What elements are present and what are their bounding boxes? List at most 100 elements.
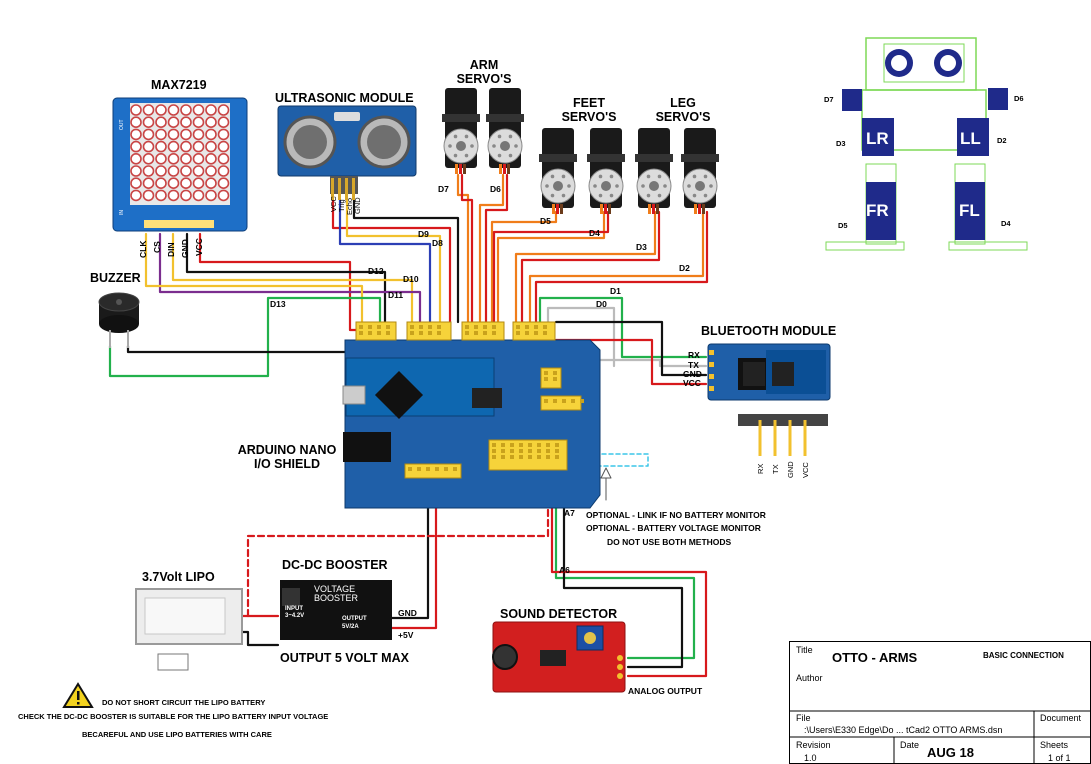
wire-max-din bbox=[171, 232, 414, 324]
tb-title: OTTO - ARMS bbox=[832, 650, 918, 665]
wire-label-d1: D1 bbox=[610, 286, 621, 296]
tb-revision-label: Revision bbox=[796, 740, 831, 750]
booster-text-output-v: 5V/2A bbox=[342, 624, 359, 630]
led-dot bbox=[192, 128, 205, 141]
led-dot bbox=[192, 116, 205, 128]
led-dot bbox=[167, 165, 180, 177]
wire-d1-tx bbox=[538, 296, 708, 359]
servo-motor bbox=[539, 128, 577, 214]
led-dot bbox=[130, 177, 142, 189]
wire-d0-rx bbox=[546, 306, 616, 368]
wire-leg-d3 bbox=[514, 210, 657, 324]
wire-booster-gnd bbox=[390, 476, 430, 620]
robot-label-d5: D5 bbox=[838, 221, 848, 230]
bt-pin-rx: RX bbox=[688, 350, 700, 360]
wire-feet-d4 bbox=[496, 210, 606, 324]
led-dot bbox=[130, 153, 142, 165]
robot-label-fl: FL bbox=[959, 201, 980, 220]
robot-label-d6: D6 bbox=[1014, 94, 1024, 103]
warning-line-3: BECAREFUL AND USE LIPO BATTERIES WITH CA… bbox=[82, 730, 272, 739]
sound-detector bbox=[492, 621, 626, 693]
led-dot bbox=[155, 104, 167, 116]
dc-dc-booster bbox=[280, 580, 392, 640]
led-dot bbox=[142, 189, 155, 202]
tb-document-label: Document bbox=[1040, 713, 1082, 723]
wire-us-echo bbox=[345, 198, 442, 324]
led-dot bbox=[205, 128, 217, 141]
booster-text-booster: BOOSTER bbox=[314, 593, 359, 603]
led-dot bbox=[167, 189, 180, 202]
robot-label-fr: FR bbox=[866, 201, 889, 220]
robot-label-d4: D4 bbox=[1001, 219, 1011, 228]
led-dot bbox=[155, 153, 167, 165]
led-dot bbox=[155, 128, 167, 141]
led-dot bbox=[142, 128, 155, 141]
led-dot bbox=[180, 104, 192, 116]
wire-booster-5v bbox=[390, 476, 438, 630]
wire-buzzer-d13 bbox=[108, 296, 382, 378]
led-dot bbox=[205, 177, 217, 189]
buzzer bbox=[98, 292, 140, 348]
led-dot bbox=[217, 165, 230, 177]
max-pin-gnd: GND bbox=[180, 239, 190, 258]
led-dot bbox=[130, 189, 142, 202]
led-dot bbox=[142, 165, 155, 177]
warning-icon bbox=[62, 682, 94, 708]
led-dot bbox=[167, 128, 180, 141]
servo-motor bbox=[635, 128, 673, 214]
tb-subtitle: BASIC CONNECTION bbox=[983, 651, 1064, 660]
bt-header-tx: TX bbox=[771, 464, 780, 474]
arduino-shield bbox=[342, 321, 601, 509]
wire-buzzer-gnd bbox=[126, 344, 362, 354]
title-block: Title OTTO - ARMS BASIC CONNECTION Autho… bbox=[788, 641, 1091, 764]
wire-bt-rx bbox=[558, 358, 708, 368]
led-dot bbox=[130, 128, 142, 141]
title-block-grid bbox=[788, 710, 1091, 764]
warning-line-1: DO NOT SHORT CIRCUIT THE LIPO BATTERY bbox=[102, 698, 266, 707]
max-pin-cs: CS bbox=[152, 241, 162, 253]
booster-label: DC-DC BOOSTER bbox=[282, 558, 388, 572]
wire-label-d13: D13 bbox=[270, 299, 286, 309]
max7219-label: MAX7219 bbox=[151, 78, 207, 92]
wire-us-trig bbox=[338, 198, 432, 324]
bt-header-gnd: GND bbox=[786, 461, 795, 478]
max-pin-clk: CLK bbox=[138, 240, 148, 258]
led-dot bbox=[167, 140, 180, 153]
led-dot bbox=[155, 177, 167, 189]
wire-label-d8: D8 bbox=[432, 238, 443, 248]
wire-us-gnd bbox=[352, 198, 460, 324]
wire-sound-vcc bbox=[550, 468, 708, 678]
do-not-use-label: DO NOT USE BOTH METHODS bbox=[607, 537, 732, 547]
led-dot bbox=[155, 116, 167, 128]
wire-max-vcc bbox=[198, 232, 363, 332]
servo-motor bbox=[442, 88, 480, 174]
booster-text-input: INPUT bbox=[285, 606, 303, 612]
led-dot bbox=[180, 153, 192, 165]
led-dot bbox=[130, 140, 142, 153]
bt-pin-gnd: GND bbox=[683, 369, 702, 379]
led-dot bbox=[205, 116, 217, 128]
wire-lipo-neg bbox=[236, 630, 280, 647]
max-pin-din: DIN bbox=[166, 242, 176, 257]
tb-date: AUG 18 bbox=[927, 745, 974, 760]
a7-label: A7 bbox=[564, 508, 575, 518]
led-matrix bbox=[130, 104, 230, 202]
buzzer-label: BUZZER bbox=[90, 271, 141, 285]
led-dot bbox=[167, 153, 180, 165]
led-dot bbox=[155, 189, 167, 202]
led-dot bbox=[155, 165, 167, 177]
tb-date-label: Date bbox=[900, 740, 920, 750]
wire-sound-gnd bbox=[562, 468, 684, 669]
ultrasonic-module bbox=[277, 105, 417, 200]
led-dot bbox=[192, 165, 205, 177]
robot-label-ll: LL bbox=[960, 129, 981, 148]
otto-robot-diagram bbox=[825, 37, 1028, 251]
tb-file: :\Users\E330 Edge\Do ... tCad2 OTTO ARMS… bbox=[804, 725, 1003, 735]
optional-link-label: OPTIONAL - LINK IF NO BATTERY MONITOR bbox=[586, 510, 766, 520]
tb-author-label: Author bbox=[796, 673, 823, 683]
us-pin-gnd: GND bbox=[353, 197, 362, 214]
